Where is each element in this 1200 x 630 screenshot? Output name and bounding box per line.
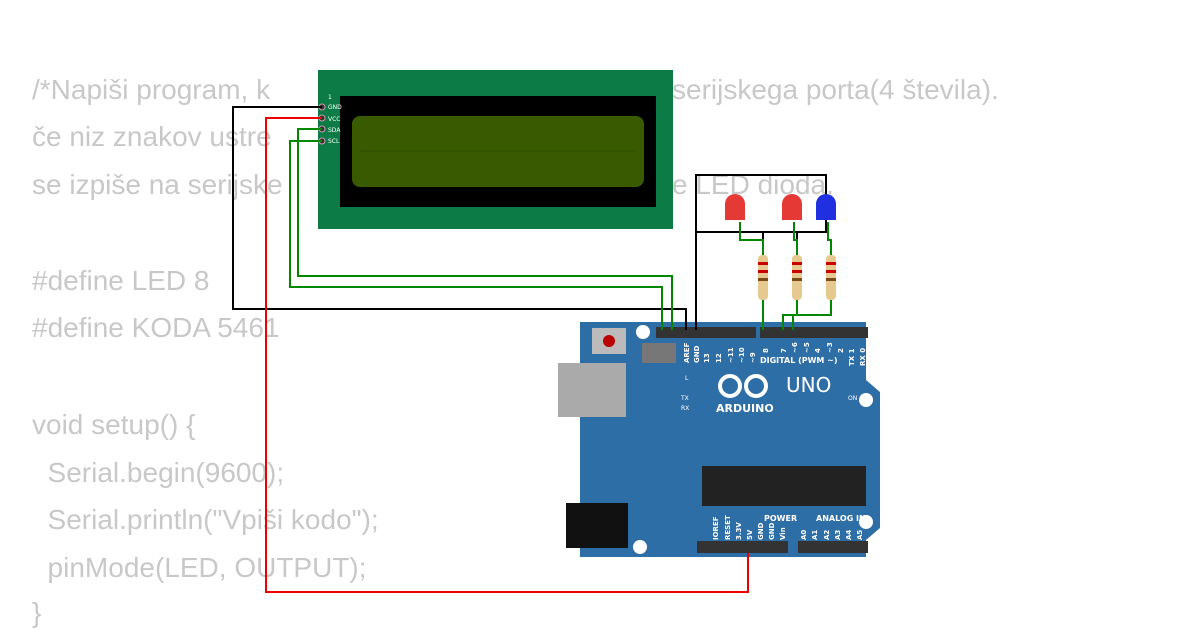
pin-label: A0	[800, 530, 808, 540]
lcd-pin-1: 1	[328, 94, 332, 101]
lcd-pin-scl: SCL	[328, 138, 340, 145]
wire-sda	[297, 128, 673, 330]
code-line-6: #define KODA 5461	[32, 312, 280, 343]
pin-label: RESET	[724, 515, 732, 540]
code-line-9: Serial.begin(9600);	[32, 457, 285, 488]
pin-label: IOREF	[712, 516, 720, 540]
pin-label: 2	[837, 348, 845, 353]
wire-gnd	[232, 106, 687, 330]
code-line-12: }	[32, 597, 42, 628]
pin-label: TX 1	[848, 348, 856, 366]
bottom-pin-labels: IOREF RESET 3.3V 5V GND GND Vin A0 A1 A2…	[712, 515, 864, 540]
code-line-1: /*Napiši program, k	[32, 74, 271, 105]
led-l-label: L	[685, 375, 689, 382]
wire-scl	[289, 140, 663, 330]
led-on-label: ON	[848, 395, 857, 402]
power-jack	[566, 503, 628, 548]
pin-label: 12	[715, 353, 723, 363]
pin-label: A3	[834, 530, 842, 540]
pin-label: ~6	[791, 342, 799, 353]
digital-label: DIGITAL (PWM ~)	[760, 356, 838, 365]
pin-label: GND	[693, 345, 701, 363]
code-line-11: pinMode(LED, OUTPUT);	[32, 552, 367, 583]
wire-led-gnd	[695, 174, 827, 330]
led-red-2[interactable]	[782, 194, 802, 220]
uno-label: UNO	[786, 373, 831, 397]
pin-label: ~11	[727, 347, 735, 363]
pin-label: A4	[845, 530, 853, 540]
arduino-logo-icon	[718, 374, 768, 398]
pin-label: 5V	[746, 529, 754, 540]
pin-label: GND	[757, 522, 765, 540]
code-line-5: #define LED 8	[32, 265, 210, 296]
wire-vcc	[265, 117, 749, 593]
pin-label: GND	[768, 522, 776, 540]
pin-label: ~5	[803, 342, 811, 353]
atmega-chip	[702, 466, 866, 506]
led-rx-label: RX	[681, 405, 689, 412]
pin-label: 7	[780, 348, 788, 353]
pin-label: A1	[811, 530, 819, 540]
usb-port	[558, 363, 626, 417]
led-red-1[interactable]	[725, 194, 745, 220]
pin-label: AREF	[683, 342, 691, 363]
pin-label: 4	[814, 348, 822, 353]
led-tx-label: TX	[680, 395, 689, 402]
code-line-1-right: serijskega porta(4 števila).	[672, 74, 999, 105]
led-blue[interactable]	[816, 194, 836, 220]
lcd-display[interactable]: 1 GND VCC SDA SCL	[318, 70, 673, 229]
pin-label: 8	[762, 348, 770, 353]
pin-label: ~3	[826, 342, 834, 353]
wires[interactable]	[232, 106, 832, 593]
code-line-10: Serial.println("Vpiši kodo");	[32, 504, 379, 535]
lcd-pin-sda: SDA	[328, 127, 341, 134]
resistors[interactable]	[758, 255, 836, 300]
power-label: POWER	[764, 514, 797, 523]
pin-label: 3.3V	[735, 522, 743, 540]
top-pin-labels: AREF GND 13 12 ~11 ~10 ~9 8 7 ~6 ~5 4 ~3…	[683, 342, 867, 366]
code-line-8: void setup() {	[32, 409, 196, 440]
analog-label: ANALOG IN	[816, 514, 866, 523]
lcd-pin-gnd: GND	[328, 104, 342, 111]
pin-label: RX 0	[859, 348, 867, 366]
pin-label: A5	[856, 530, 864, 540]
pin-label: A2	[823, 530, 831, 540]
lcd-pin-vcc: VCC	[328, 116, 340, 123]
arduino-uno[interactable]: AREF GND 13 12 ~11 ~10 ~9 8 7 ~6 ~5 4 ~3…	[558, 322, 880, 557]
pin-label: Vin	[779, 527, 787, 540]
code-line-3: se izpiše na serijske	[32, 169, 283, 200]
arduino-logo-text: ARDUINO	[716, 402, 774, 415]
pin-label: 13	[703, 353, 711, 363]
pin-label: ~10	[738, 347, 746, 363]
pin-label: ~9	[749, 352, 757, 363]
code-line-2: če niz znakov ustre	[32, 121, 272, 152]
